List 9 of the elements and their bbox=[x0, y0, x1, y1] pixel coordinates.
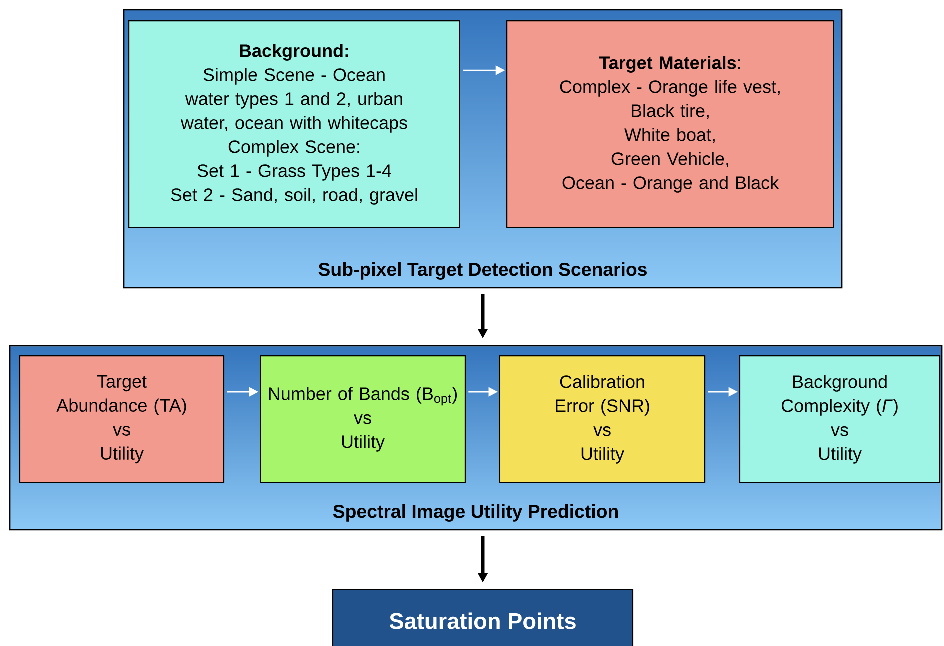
process-box: Number of Bands (B$_{opt}$) vs Utility bbox=[260, 356, 466, 484]
process-box: Background: Simple Scene - Ocean water types 1 and 2, urban water, ocean with whitecaps Complex Scene: Set 1 - Grass Types 1-4 Set 2 - Sand, soil, road, gravel bbox=[128, 20, 460, 228]
process-box: Calibration Error (SNR) vs Utility bbox=[499, 356, 706, 484]
process-box: Target Materials: Complex - Orange life vest, Black tire, White boat, Green Vehicle, Ocean - Orange and Black bbox=[506, 20, 834, 228]
panel-title: Spectral Image Utility Prediction bbox=[333, 504, 618, 522]
panel-title: Sub-pixel Target Detection Scenarios bbox=[318, 262, 647, 280]
process-box: Target Abundance (TA) vs Utility bbox=[19, 356, 225, 484]
result-box: Saturation Points bbox=[332, 589, 634, 646]
process-box: Background Complexity (Γ) vs Utility bbox=[739, 356, 941, 484]
